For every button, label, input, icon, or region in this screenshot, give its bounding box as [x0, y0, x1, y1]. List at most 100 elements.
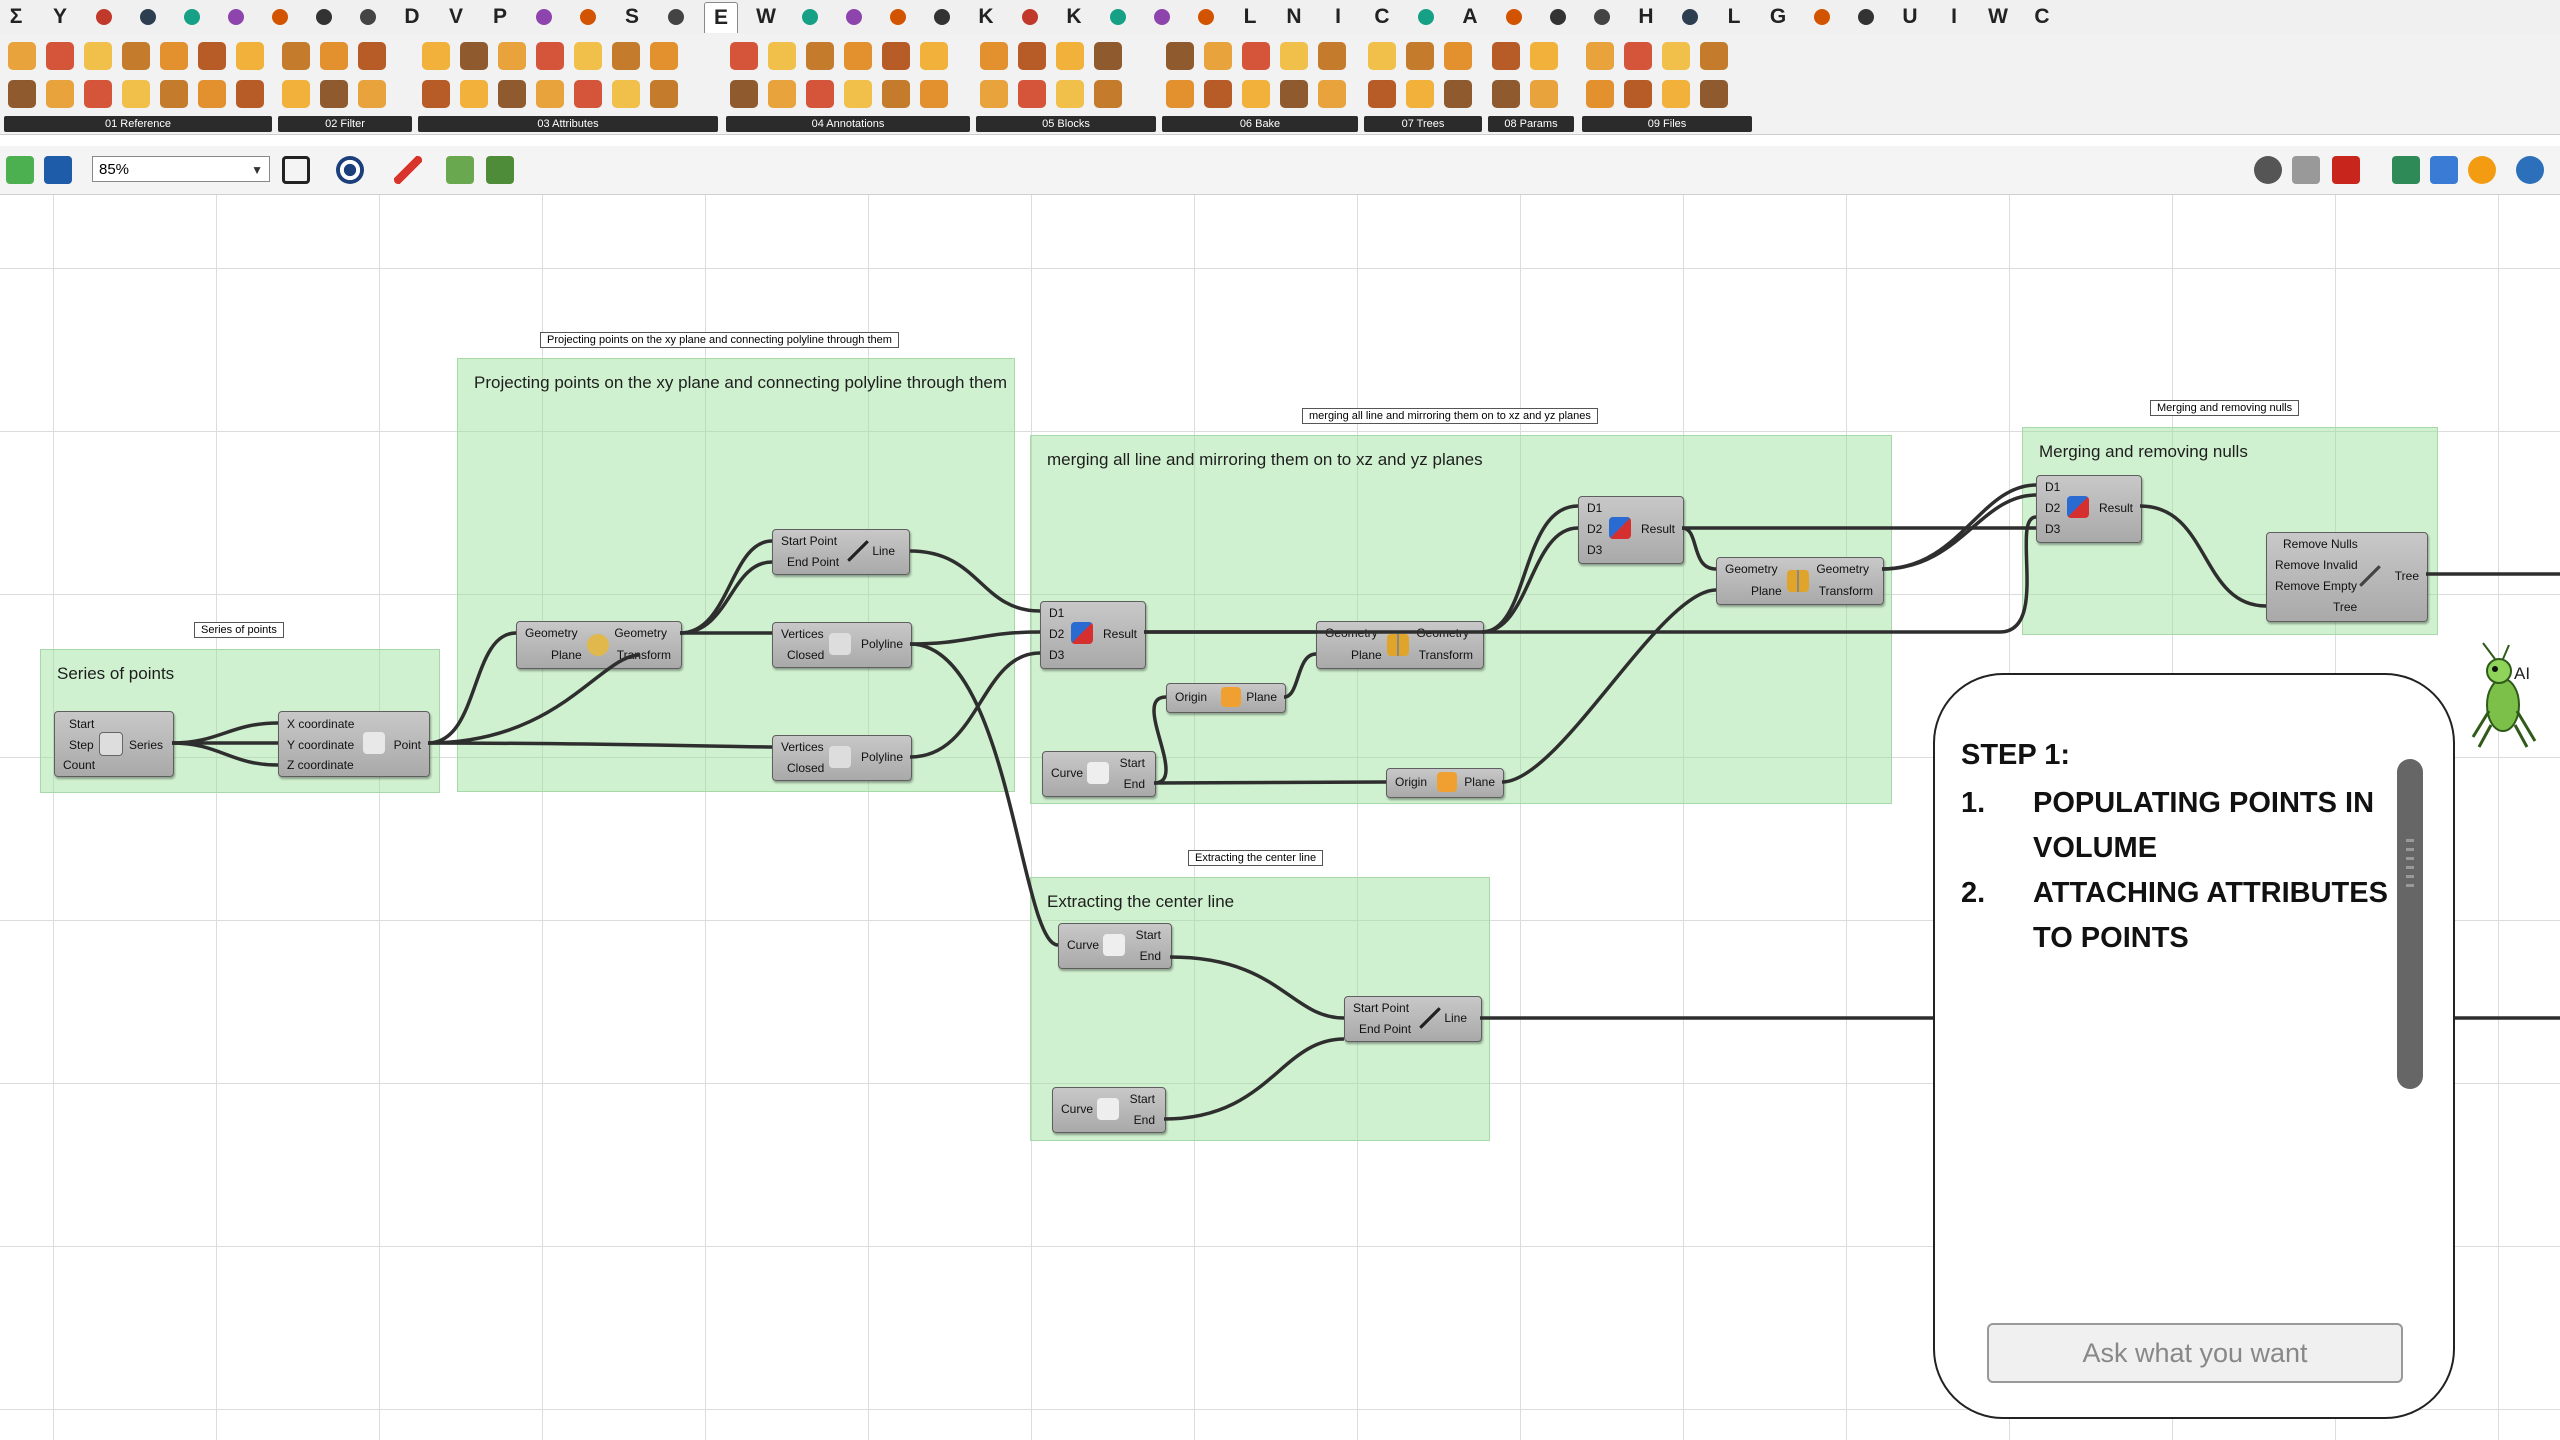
component-icon[interactable]: [1204, 80, 1232, 108]
component-icon[interactable]: [320, 80, 348, 108]
tab-icon-26[interactable]: [1146, 2, 1178, 32]
input-tree[interactable]: Tree: [2333, 600, 2358, 614]
component-icon[interactable]: [1530, 42, 1558, 70]
component-icon[interactable]: [1700, 42, 1728, 70]
save-icon[interactable]: [44, 156, 72, 184]
input-d1[interactable]: D1: [1587, 501, 1603, 515]
component-icon[interactable]: [730, 42, 758, 70]
component-icon[interactable]: [1406, 80, 1434, 108]
input-closed[interactable]: Closed: [787, 761, 825, 775]
tab-h-37[interactable]: H: [1630, 2, 1662, 32]
chat-scrollbar[interactable]: [2397, 759, 2423, 1089]
output-end[interactable]: End: [1133, 1113, 1155, 1127]
component-icon[interactable]: [1280, 42, 1308, 70]
tab-icon-21[interactable]: [926, 2, 958, 32]
component-icon[interactable]: [236, 80, 264, 108]
component-icon[interactable]: [1586, 42, 1614, 70]
tab-icon-36[interactable]: [1586, 2, 1618, 32]
component-icon[interactable]: [160, 42, 188, 70]
tab-icon-7[interactable]: [308, 2, 340, 32]
component-icon[interactable]: [460, 80, 488, 108]
output-line[interactable]: Line: [1444, 1011, 1467, 1025]
component-icon[interactable]: [1492, 42, 1520, 70]
component-icon[interactable]: [1242, 42, 1270, 70]
input-plane[interactable]: Plane: [1351, 648, 1382, 662]
ribbon-group-label[interactable]: 07 Trees: [1364, 116, 1482, 132]
component-icon[interactable]: [574, 80, 602, 108]
component-icon[interactable]: [980, 80, 1008, 108]
output-transform[interactable]: Transform: [616, 648, 671, 662]
tab-icon-6[interactable]: [264, 2, 296, 32]
cluster-icon[interactable]: [446, 156, 474, 184]
ribbon-group-label[interactable]: 04 Annotations: [726, 116, 970, 132]
preview-off-icon[interactable]: [2254, 156, 2282, 184]
input-origin[interactable]: Origin: [1395, 775, 1428, 789]
tab-k-24[interactable]: K: [1058, 2, 1090, 32]
tab-icon-4[interactable]: [176, 2, 208, 32]
component-icon[interactable]: [236, 42, 264, 70]
component-icon[interactable]: [198, 42, 226, 70]
node-mirror-1[interactable]: Geometry Plane Geometry Transform: [1316, 621, 1484, 669]
preview-mesh-icon[interactable]: [2468, 156, 2496, 184]
input-closed[interactable]: Closed: [787, 648, 825, 662]
component-icon[interactable]: [1242, 80, 1270, 108]
component-icon[interactable]: [1492, 80, 1520, 108]
component-icon[interactable]: [1056, 42, 1084, 70]
open-file-icon[interactable]: [6, 156, 34, 184]
tab-u-43[interactable]: U: [1894, 2, 1926, 32]
scrollbar-grip[interactable]: [2406, 839, 2414, 889]
node-endpoints-3[interactable]: Curve Start End: [1052, 1087, 1166, 1133]
component-icon[interactable]: [806, 42, 834, 70]
tab-icon-13[interactable]: [572, 2, 604, 32]
input-remove-invalid[interactable]: Remove Invalid: [2275, 558, 2358, 572]
output-start[interactable]: Start: [1135, 928, 1161, 942]
ribbon-group-label[interactable]: 06 Bake: [1162, 116, 1358, 132]
input-d2[interactable]: D2: [1049, 627, 1065, 641]
input-d3[interactable]: D3: [1049, 648, 1065, 662]
component-icon[interactable]: [612, 42, 640, 70]
output-start[interactable]: Start: [1119, 756, 1145, 770]
input-x[interactable]: X coordinate: [287, 717, 355, 731]
component-icon[interactable]: [536, 42, 564, 70]
input-start[interactable]: Start: [69, 717, 95, 731]
tab-y-1[interactable]: Y: [44, 2, 76, 32]
input-d3[interactable]: D3: [2045, 522, 2061, 536]
node-xz-plane[interactable]: Origin Plane: [1166, 683, 1286, 713]
tab-g-40[interactable]: G: [1762, 2, 1794, 32]
zoom-select[interactable]: 85%▼: [92, 156, 270, 182]
component-icon[interactable]: [422, 80, 450, 108]
component-icon[interactable]: [980, 42, 1008, 70]
component-icon[interactable]: [460, 42, 488, 70]
component-icon[interactable]: [1056, 80, 1084, 108]
tab-icon-20[interactable]: [882, 2, 914, 32]
node-endpoints-2[interactable]: Curve Start End: [1058, 923, 1172, 969]
component-icon[interactable]: [282, 80, 310, 108]
input-vertices[interactable]: Vertices: [781, 627, 824, 641]
input-geometry[interactable]: Geometry: [525, 626, 578, 640]
component-icon[interactable]: [122, 42, 150, 70]
sketch-pen-icon[interactable]: [394, 156, 422, 184]
node-merge-2[interactable]: D1 D2 D3 Result: [1578, 496, 1684, 564]
bug-tools-icon[interactable]: [486, 156, 514, 184]
component-icon[interactable]: [1530, 80, 1558, 108]
component-icon[interactable]: [1204, 42, 1232, 70]
zoom-extents-icon[interactable]: [282, 156, 310, 184]
component-icon[interactable]: [920, 80, 948, 108]
tab-s-14[interactable]: S: [616, 2, 648, 32]
tab-icon-42[interactable]: [1850, 2, 1882, 32]
preview-eye-icon[interactable]: [336, 156, 364, 184]
component-icon[interactable]: [806, 80, 834, 108]
tab-icon-3[interactable]: [132, 2, 164, 32]
component-icon[interactable]: [1318, 80, 1346, 108]
tab-i-30[interactable]: I: [1322, 2, 1354, 32]
tab-v-10[interactable]: V: [440, 2, 472, 32]
output-transform[interactable]: Transform: [1818, 584, 1873, 598]
component-icon[interactable]: [844, 80, 872, 108]
ribbon-group-label[interactable]: 03 Attributes: [418, 116, 718, 132]
input-count[interactable]: Count: [63, 758, 96, 772]
component-icon[interactable]: [1018, 42, 1046, 70]
node-mirror-2[interactable]: Geometry Plane Geometry Transform: [1716, 557, 1884, 605]
node-line-2[interactable]: Start Point End Point Line: [1344, 996, 1482, 1042]
output-tree[interactable]: Tree: [2394, 569, 2419, 583]
output-point[interactable]: Point: [393, 738, 421, 752]
